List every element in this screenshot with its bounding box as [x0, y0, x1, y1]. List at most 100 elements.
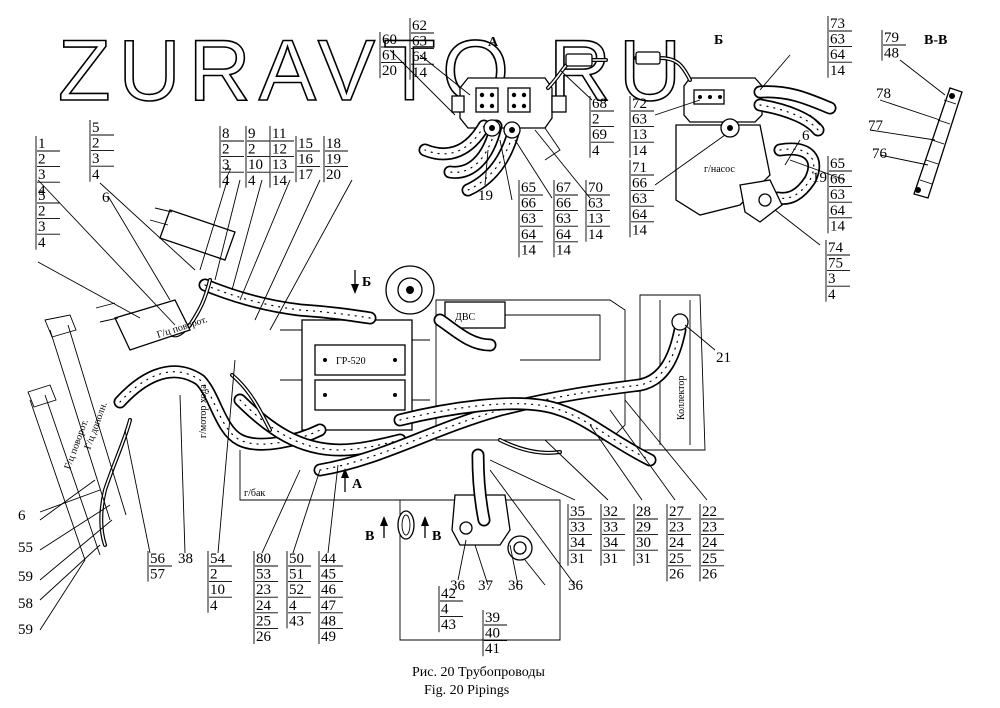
callout-number: 5 [92, 120, 100, 136]
callout-number: 10 [248, 157, 263, 173]
callout-6-a: 6 [802, 128, 810, 144]
callout-59-b: 58 [18, 596, 33, 612]
callout-number: 8 [222, 126, 230, 142]
callout-number: 49 [321, 629, 336, 645]
view-a-letter: А [488, 35, 499, 50]
callout-number: 4 [592, 143, 600, 159]
callout-number: 2 [210, 567, 218, 583]
callout-number: 4 [289, 598, 297, 614]
pump-label: г/насос [704, 164, 735, 175]
callout-number: 26 [702, 566, 718, 582]
callout-number: 26 [256, 629, 272, 645]
callout-number: 73 [830, 16, 845, 32]
callout-number: 9 [248, 126, 256, 142]
callout-number: 41 [485, 641, 500, 657]
hoses [99, 278, 689, 547]
callout-number: 63 [830, 187, 845, 203]
callout-number: 14 [632, 143, 648, 159]
callout-number: 4 [441, 602, 449, 618]
callout-number: 64 [830, 203, 846, 219]
callout-number: 45 [321, 567, 336, 583]
callout-number: 14 [412, 65, 428, 81]
callout-number: 64 [830, 47, 846, 63]
callout-number: 23 [256, 582, 271, 598]
callout-78: 78 [876, 86, 891, 102]
callout-number: 46 [321, 582, 337, 598]
callout-number: 3 [92, 151, 100, 167]
tank-label: г/бак [244, 488, 265, 499]
callout-number: 19 [326, 152, 341, 168]
callout-number: 69 [592, 127, 607, 143]
gr520-label: ГР-520 [336, 356, 366, 367]
callout-number: 3 [828, 271, 836, 287]
callout-number: 24 [669, 535, 685, 551]
callout-77: 77 [868, 118, 884, 134]
callout-number: 71 [632, 160, 647, 176]
callout-number: 34 [603, 535, 619, 551]
callout-number: 54 [210, 551, 226, 567]
collector-label: Коллектор [676, 376, 687, 420]
motor-label: г/мотор хода [198, 384, 209, 438]
callout-number: 62 [412, 18, 427, 34]
section-arrows: Б А В В [341, 270, 441, 544]
callout-number: 14 [521, 242, 537, 258]
callout-number: 61 [382, 48, 397, 64]
callout-number: 32 [603, 504, 618, 520]
callout-number: 2 [92, 136, 100, 152]
callout-number: 63 [632, 191, 647, 207]
arrow-a-letter: А [352, 477, 363, 492]
callout-number: 24 [702, 535, 718, 551]
callout-number: 2 [222, 142, 230, 158]
callout-number: 20 [326, 167, 341, 183]
callout-number: 74 [828, 240, 844, 256]
view-b-assembly: г/насос Б [634, 33, 837, 223]
callout-76: 76 [872, 146, 888, 162]
callout-number: 50 [289, 551, 304, 567]
callout-number: 2 [592, 112, 600, 128]
callout-number: 13 [272, 157, 287, 173]
callout-number: 60 [382, 32, 397, 48]
callout-7: 7 [224, 166, 232, 182]
callout-number: 4 [92, 167, 100, 183]
callout-number: 31 [636, 551, 651, 567]
callout-36-b: 36 [568, 578, 584, 594]
callout-number: 14 [830, 63, 846, 79]
callout-number: 27 [669, 504, 685, 520]
callout-number: 34 [570, 535, 586, 551]
callout-number: 75 [828, 256, 843, 272]
callout-number: 30 [636, 535, 651, 551]
callout-number: 31 [570, 551, 585, 567]
callout-number: 57 [150, 567, 166, 583]
callout-19-a: 19 [478, 188, 493, 204]
callout-number: 56 [150, 551, 166, 567]
callout-58-b: 59 [18, 622, 33, 638]
callout-number: 18 [326, 136, 341, 152]
callout-number: 33 [603, 520, 618, 536]
callout-number: 3 [222, 157, 230, 173]
callout-number: 66 [521, 196, 537, 212]
callout-number: 16 [298, 152, 314, 168]
callout-number: 35 [570, 504, 585, 520]
main-assembly: ДВС Коллектор ГР-520 г/бак [239, 265, 706, 641]
callout-21: 21 [716, 350, 731, 366]
callout-number: 64 [521, 227, 537, 243]
callout-number: 4 [38, 183, 46, 199]
callout-number: 26 [669, 566, 685, 582]
callout-number: 17 [298, 167, 314, 183]
